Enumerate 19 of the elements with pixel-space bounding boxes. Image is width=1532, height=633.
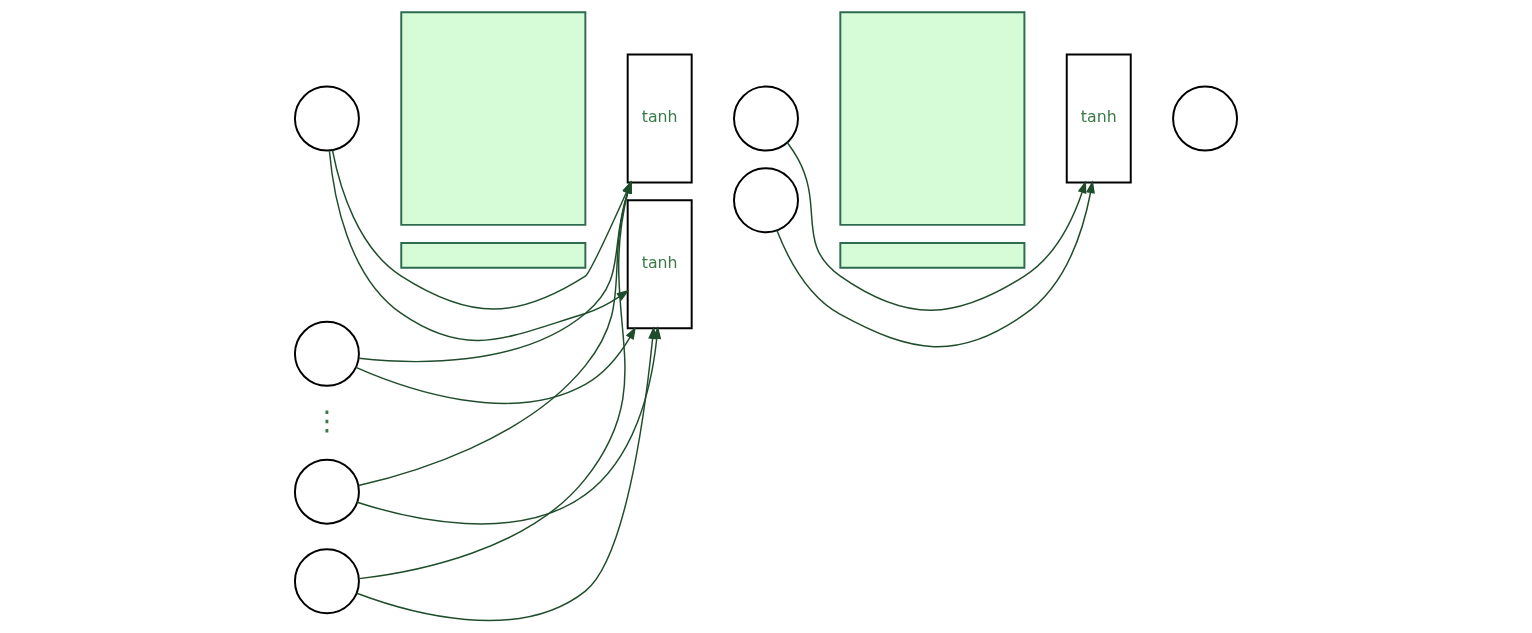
- arrow: [776, 180, 1095, 348]
- node-circle: [733, 167, 799, 234]
- node-box: [839, 11, 1026, 226]
- node-circle: [293, 548, 360, 615]
- arrow: [355, 326, 637, 405]
- node-box: tanh: [1065, 53, 1132, 184]
- node-bar: [839, 242, 1026, 269]
- node-bar: [400, 242, 587, 269]
- node-box: tanh: [626, 199, 693, 330]
- node-circle: [733, 85, 799, 152]
- arrow: [786, 141, 1087, 311]
- node-box: tanh: [626, 53, 693, 184]
- label: ⋮: [313, 403, 341, 436]
- node-circle: [293, 85, 360, 152]
- node-circle: [293, 320, 360, 387]
- arrow: [356, 326, 658, 622]
- node-circle: [293, 458, 360, 525]
- node-box: [400, 11, 587, 226]
- node-circle: [1172, 85, 1239, 152]
